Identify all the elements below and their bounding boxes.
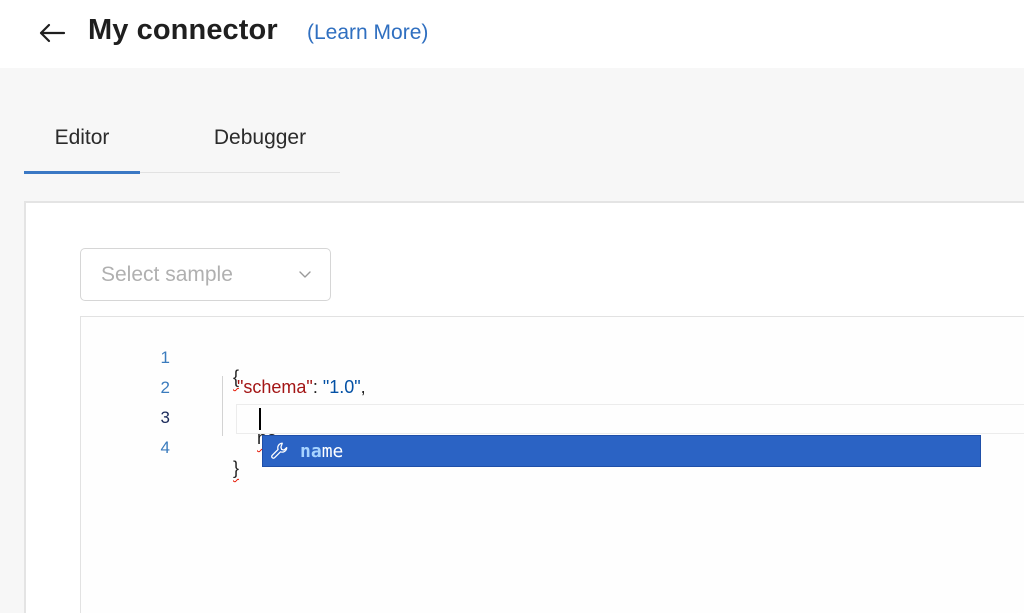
header: My connector (Learn More) xyxy=(0,0,1024,68)
json-colon: : xyxy=(312,377,323,397)
suggestion-label: name xyxy=(300,441,343,462)
tab-bar: Editor Debugger xyxy=(24,105,340,174)
current-line-highlight xyxy=(236,404,1024,434)
learn-more-link[interactable]: (Learn More) xyxy=(307,21,429,44)
open-brace: { xyxy=(233,367,240,387)
back-button[interactable] xyxy=(36,17,68,49)
active-tab-indicator xyxy=(24,171,140,174)
close-brace: } xyxy=(233,458,240,478)
suggestion-match: na xyxy=(300,441,322,462)
sample-select[interactable]: Select sample xyxy=(80,248,331,301)
indent-guide xyxy=(222,376,223,436)
json-value-schema: "1.0" xyxy=(322,377,361,397)
code-line-2: "schema": "1.0", xyxy=(237,377,366,398)
line-number-active: 3 xyxy=(160,408,170,427)
code-line-4: } xyxy=(213,437,239,500)
line-number: 2 xyxy=(160,378,170,397)
suggestion-rest: me xyxy=(321,441,344,462)
json-comma: , xyxy=(360,377,366,397)
sample-select-placeholder: Select sample xyxy=(101,263,233,286)
wrench-icon xyxy=(271,442,288,459)
line-number: 1 xyxy=(160,348,170,367)
text-cursor xyxy=(259,408,261,430)
line-number: 4 xyxy=(160,438,170,457)
arrow-left-icon xyxy=(39,23,66,43)
json-key-schema: "schema" xyxy=(237,377,313,397)
page-title: My connector xyxy=(88,14,278,46)
tab-editor[interactable]: Editor xyxy=(54,126,110,149)
suggestion-item-name[interactable]: name xyxy=(262,435,981,467)
chevron-down-icon xyxy=(299,271,311,278)
code-line-1: { xyxy=(213,346,239,409)
tab-debugger[interactable]: Debugger xyxy=(213,126,307,149)
